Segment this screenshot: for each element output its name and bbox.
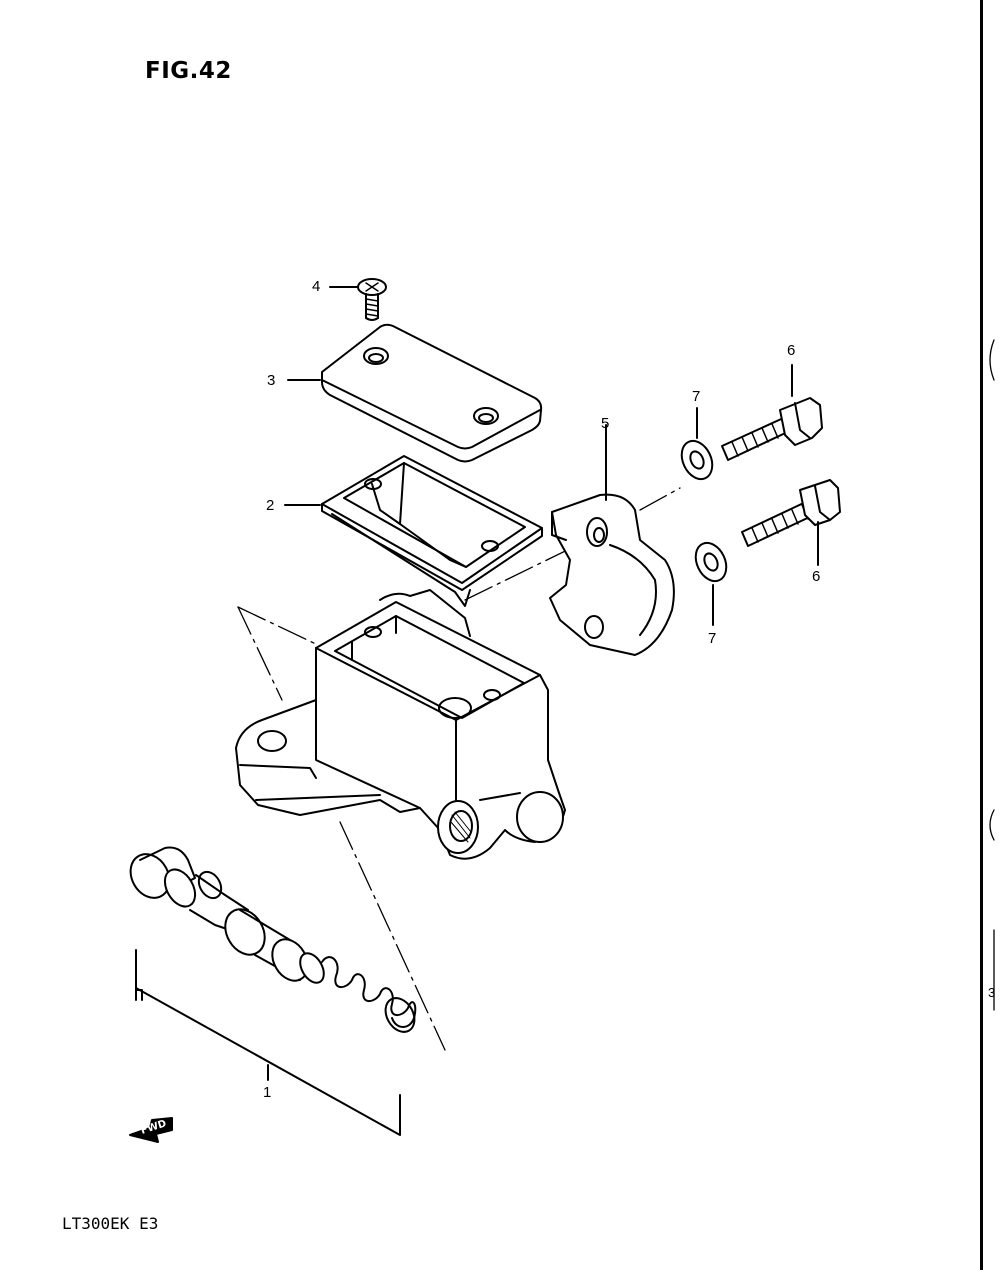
model-code: LT300EK E3 xyxy=(62,1214,159,1233)
diaphragm-part xyxy=(284,455,543,607)
callout-4: 4 xyxy=(312,278,321,295)
alignment-lines xyxy=(237,487,681,1051)
callout-1: 1 xyxy=(263,1084,272,1101)
washer-upper xyxy=(680,407,714,481)
page-edge-divider xyxy=(980,0,983,1270)
figure-title: FIG.42 xyxy=(145,58,232,84)
piston-kit-part xyxy=(129,846,417,1136)
callout-7-upper: 7 xyxy=(692,388,701,405)
holder-part xyxy=(549,424,675,656)
washer-lower xyxy=(694,541,728,626)
holder-bolt-lower xyxy=(741,479,841,566)
callout-6-upper: 6 xyxy=(787,342,796,359)
master-cylinder-body xyxy=(235,589,566,860)
callout-5: 5 xyxy=(601,415,610,432)
holder-bolt-upper xyxy=(721,364,823,461)
cap-screw-part xyxy=(329,278,387,321)
reservoir-cap-part xyxy=(287,323,543,463)
callout-2: 2 xyxy=(266,497,275,514)
callout-3: 3 xyxy=(267,372,276,389)
callout-7-lower: 7 xyxy=(708,630,717,647)
edge-fragment-label: 3 xyxy=(988,985,996,1000)
adjacent-figure-fragments xyxy=(989,339,995,1011)
callout-6-lower: 6 xyxy=(812,568,821,585)
fwd-direction-arrow xyxy=(129,1117,173,1143)
